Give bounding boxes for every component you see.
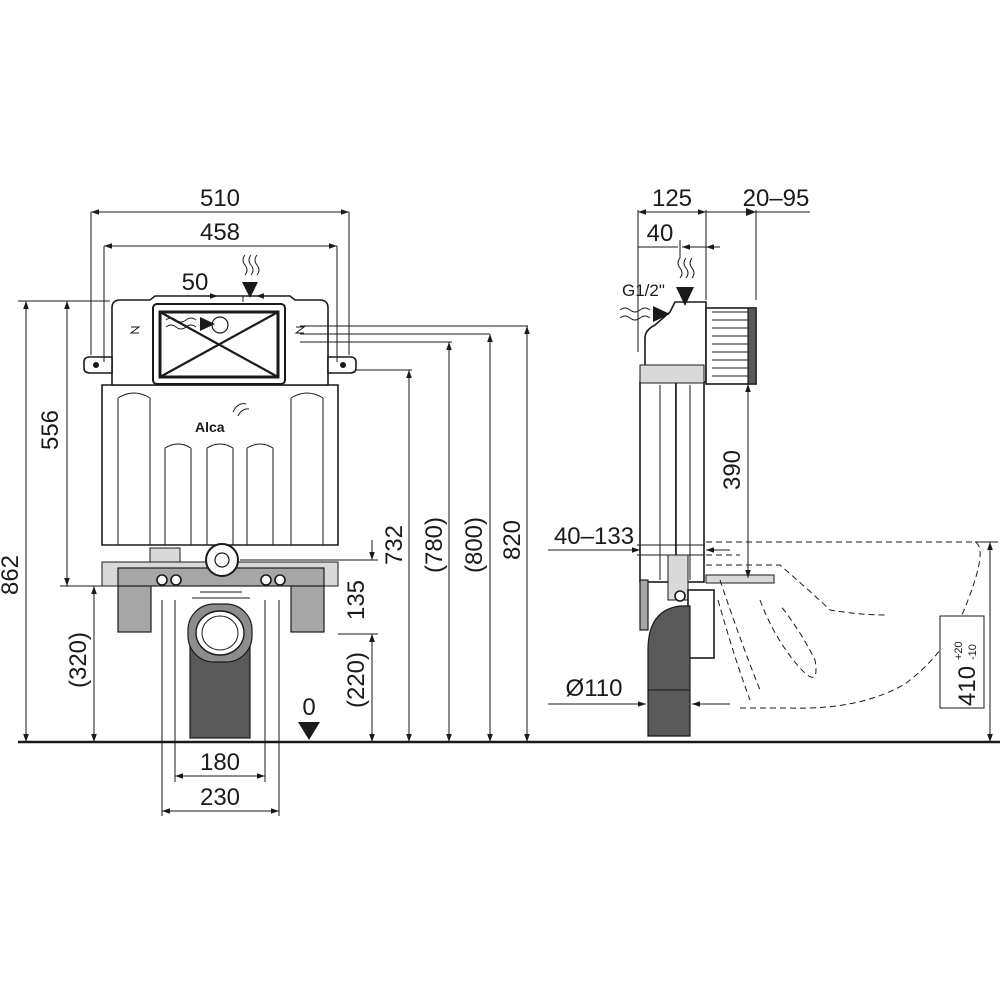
dim-862: 862 (0, 555, 24, 595)
dim-800: (800) (461, 517, 488, 573)
dim-820: 820 (499, 520, 526, 560)
side-frame-post (639, 381, 677, 583)
dim-40: 40 (647, 220, 674, 247)
dim-230: 230 (200, 784, 240, 811)
dim-780: (780) (421, 517, 448, 573)
dim-40-133: 40–133 (554, 523, 634, 550)
dim-180: 180 (200, 749, 240, 776)
dim-220: (220) (343, 652, 370, 708)
dim-diameter-110: Ø110 (566, 675, 623, 702)
front-view: Alca 510 458 50 (0, 185, 530, 816)
side-view: 125 20–95 40 G1/2" 390 40–133 Ø110 410 +… (548, 185, 998, 742)
wc-pan-outline (706, 541, 981, 709)
tol-minus: -10 (967, 644, 979, 660)
cistern-body (101, 384, 339, 546)
dim-320: (320) (65, 632, 92, 688)
dim-125: 125 (652, 185, 692, 212)
dim-390: 390 (719, 450, 746, 490)
dim-732: 732 (381, 525, 408, 565)
dim-20-95: 20–95 (743, 185, 810, 212)
front-right-leg (290, 584, 325, 633)
front-left-leg (117, 584, 152, 633)
tol-plus: +20 (953, 641, 965, 660)
side-elbow-pipe (647, 605, 691, 737)
zero-mark: 0 (302, 694, 315, 721)
dim-458: 458 (200, 219, 240, 246)
inlet-thread-label: G1/2" (622, 281, 665, 300)
dim-510: 510 (200, 185, 240, 212)
dim-410: 410 (954, 666, 981, 706)
dim-556: 556 (37, 410, 64, 450)
dim-50: 50 (182, 269, 209, 296)
front-inlet-circle (211, 316, 229, 334)
dim-135: 135 (343, 580, 370, 620)
brand-logo: Alca (195, 419, 225, 435)
tolerance-box (939, 615, 985, 709)
